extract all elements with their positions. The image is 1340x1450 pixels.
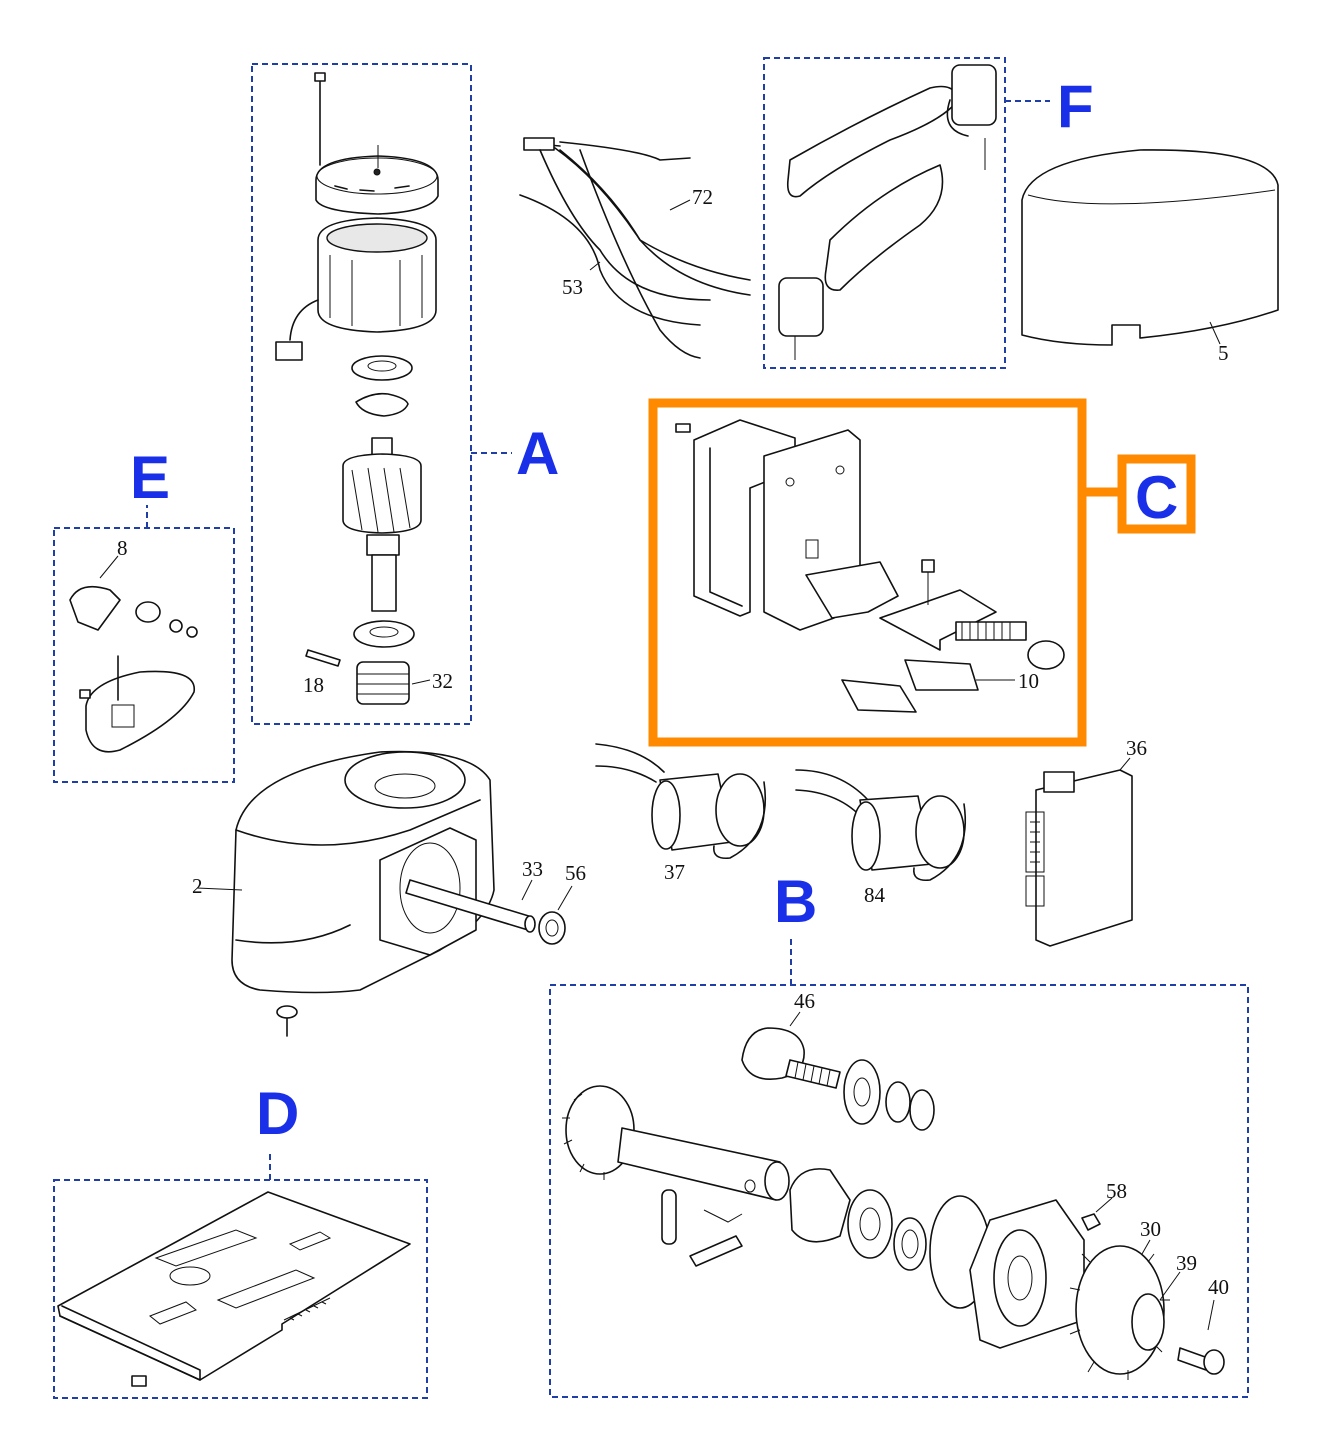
motor-connector	[275, 341, 303, 361]
part-58-label: 58	[1106, 1179, 1127, 1203]
bolt-40: 40	[1177, 1275, 1229, 1375]
part-72-label: 72	[692, 185, 713, 209]
motor-screw	[314, 72, 326, 166]
control-board-36: 36	[1025, 736, 1147, 947]
wiring-harness: 72 53	[519, 137, 751, 359]
group-c-limit-switch-assembly[interactable]: C 10	[648, 398, 1196, 747]
group-c-label-box	[1117, 454, 1196, 534]
cover-5: 5	[1021, 149, 1279, 365]
shaft-33: 33	[405, 857, 543, 933]
group-d-label: D	[256, 1080, 299, 1147]
part-5-label: 5	[1218, 341, 1229, 365]
mounting-bracket	[763, 429, 899, 631]
part-18-label: 18	[303, 673, 324, 697]
part-46-label: 46	[794, 989, 815, 1013]
washer-56: 56	[538, 861, 586, 945]
group-e-frame	[53, 527, 235, 783]
group-c-highlight-frame	[648, 398, 1087, 747]
part-33-label: 33	[522, 857, 543, 881]
worm-32	[356, 661, 410, 705]
capacitor-37: 37	[595, 743, 766, 884]
part-10-label: 10	[1018, 669, 1039, 693]
group-a-motor-assembly[interactable]: A	[251, 63, 559, 725]
part-53-label: 53	[562, 275, 583, 299]
ring-b	[893, 1217, 927, 1271]
housing-screw	[276, 1005, 298, 1037]
group-b-label: B	[774, 868, 817, 935]
drive-gear-shaft	[562, 1085, 790, 1201]
base-nut	[131, 1375, 147, 1387]
rotor	[342, 437, 422, 612]
group-f-frame	[763, 57, 1006, 369]
group-c-label: C	[1135, 464, 1178, 531]
group-a-label: A	[516, 420, 559, 487]
micro-switch-upper	[904, 659, 979, 691]
motor-stator	[275, 217, 437, 361]
group-b-gearbox[interactable]: B 46	[549, 868, 1249, 1398]
group-b-frame	[549, 984, 1249, 1398]
bearing-b	[843, 1059, 881, 1125]
spring-and-stud	[955, 621, 1065, 670]
hub-b	[789, 1168, 893, 1259]
group-e-lock-assembly[interactable]: E 8	[53, 444, 235, 783]
part-84-label: 84	[864, 883, 886, 907]
pin-18	[305, 649, 341, 667]
bearing-lower	[353, 620, 415, 648]
washer-39: 39	[1131, 1251, 1197, 1351]
part-36-label: 36	[1126, 736, 1147, 760]
bearing-upper	[351, 355, 413, 381]
pins-b	[661, 1189, 743, 1267]
part-37-label: 37	[664, 860, 685, 884]
group-e-label: E	[130, 444, 170, 511]
group-d-base-plate[interactable]: D	[53, 1080, 428, 1399]
capacitor-84: 84	[795, 769, 966, 907]
screw-58: 58	[1081, 1179, 1127, 1231]
part-8-label: 8	[117, 536, 128, 560]
micro-switch-lower	[841, 679, 917, 713]
part-2-label: 2	[192, 874, 203, 898]
group-f-label: F	[1057, 73, 1094, 140]
motor-top-cap	[315, 145, 439, 215]
spring-b	[785, 1059, 841, 1089]
part-39-label: 39	[1176, 1251, 1197, 1275]
group-d-frame	[53, 1179, 428, 1399]
circlips	[885, 1081, 935, 1131]
flange-housing	[969, 1199, 1085, 1349]
group-f-release-lever[interactable]: F	[763, 57, 1094, 369]
wave-washer	[355, 392, 409, 417]
part-32-label: 32	[432, 669, 453, 693]
part-30-label: 30	[1140, 1217, 1161, 1241]
part-56-label: 56	[565, 861, 586, 885]
part-40-label: 40	[1208, 1275, 1229, 1299]
